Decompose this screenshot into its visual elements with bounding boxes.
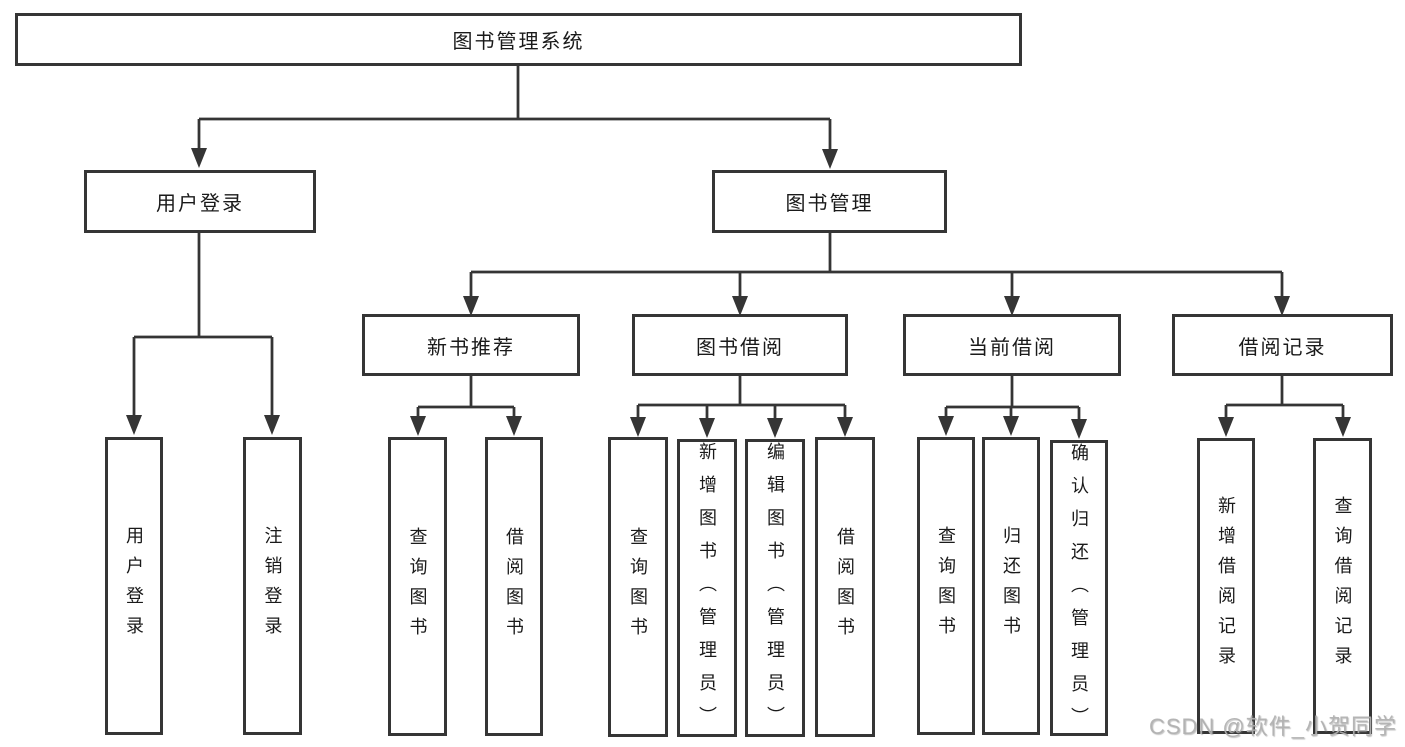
node-label: 用户登录 bbox=[124, 526, 144, 646]
node-label: 新增借阅记录 bbox=[1216, 496, 1236, 676]
node-user-login-leaf: 用户登录 bbox=[105, 437, 163, 735]
node-label: 编辑图书（管理员） bbox=[765, 442, 785, 739]
node-add-books-admin: 新增图书（管理员） bbox=[677, 439, 737, 739]
node-query-books: 查询图书 bbox=[388, 437, 447, 736]
node-borrowing-records: 借阅记录 bbox=[1172, 314, 1393, 376]
node-add-borrow-record: 新增借阅记录 bbox=[1197, 438, 1255, 734]
node-label: 查询借阅记录 bbox=[1332, 496, 1353, 676]
node-user-login-branch: 用户登录 bbox=[84, 170, 316, 233]
node-label: 查询图书 bbox=[407, 526, 428, 647]
node-new-book-recommend: 新书推荐 bbox=[362, 314, 580, 376]
node-query-books: 查询图书 bbox=[608, 437, 668, 737]
node-current-borrowing: 当前借阅 bbox=[903, 314, 1121, 376]
node-label: 借阅图书 bbox=[504, 526, 524, 647]
node-borrow-books: 借阅图书 bbox=[815, 437, 875, 737]
arrowheads bbox=[126, 148, 1351, 439]
node-library-management-system: 图书管理系统 bbox=[15, 13, 1022, 66]
node-edit-books-admin: 编辑图书（管理员） bbox=[745, 439, 805, 739]
csdn-watermark: CSDN @软件_小贺同学 bbox=[1148, 714, 1397, 739]
node-label: 注销登录 bbox=[262, 526, 283, 646]
node-book-borrowing: 图书借阅 bbox=[632, 314, 848, 376]
node-label: 查询图书 bbox=[936, 526, 956, 646]
node-label: 归还图书 bbox=[1001, 526, 1021, 646]
node-label: 查询图书 bbox=[628, 527, 648, 647]
node-return-books: 归还图书 bbox=[982, 437, 1040, 735]
node-query-borrow-record: 查询借阅记录 bbox=[1313, 438, 1372, 734]
node-label: 借阅图书 bbox=[835, 527, 855, 647]
node-confirm-return-admin: 确认归还（管理员） bbox=[1050, 440, 1108, 740]
node-label: 新增图书（管理员） bbox=[697, 442, 717, 739]
node-logout: 注销登录 bbox=[243, 437, 302, 735]
node-book-management: 图书管理 bbox=[712, 170, 947, 233]
node-label: 确认归还（管理员） bbox=[1069, 443, 1089, 740]
node-borrow-books: 借阅图书 bbox=[485, 437, 543, 736]
node-query-books: 查询图书 bbox=[917, 437, 975, 735]
